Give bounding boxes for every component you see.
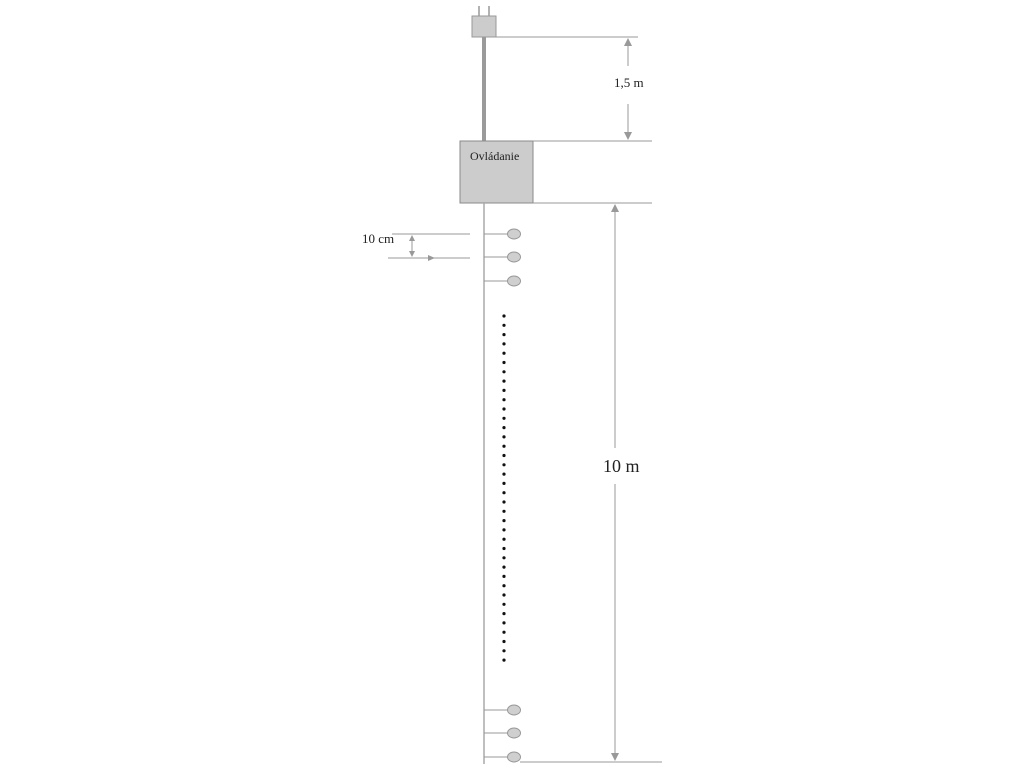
continuation-dots [502, 314, 506, 662]
continuation-dot [502, 444, 506, 448]
continuation-dot [502, 658, 506, 662]
continuation-dot [502, 398, 506, 402]
continuation-dot [502, 584, 506, 588]
continuation-dot [502, 351, 506, 355]
continuation-dot [502, 342, 506, 346]
continuation-dot [502, 333, 506, 337]
continuation-dot [502, 472, 506, 476]
continuation-dot [502, 491, 506, 495]
continuation-dot [502, 630, 506, 634]
bulb [484, 275, 521, 287]
bulb [484, 751, 521, 763]
continuation-dot [502, 435, 506, 439]
controller-label: Ovládanie [470, 149, 520, 163]
controller-box [459, 140, 534, 204]
bulb [484, 228, 521, 240]
continuation-dot [502, 463, 506, 467]
bulb [484, 727, 521, 739]
continuation-dot [502, 546, 506, 551]
continuation-dot [502, 370, 506, 374]
continuation-dot [502, 426, 506, 430]
continuation-dot [502, 500, 506, 504]
length-dimension-label: 10 m [603, 456, 640, 476]
continuation-dot [502, 612, 506, 616]
continuation-dot [502, 649, 506, 653]
continuation-dot [502, 509, 506, 513]
continuation-dot [502, 407, 506, 411]
continuation-dot [502, 314, 506, 318]
continuation-dot [502, 388, 506, 392]
bulb [484, 704, 521, 716]
continuation-dot [502, 481, 506, 485]
length-dimension-arrow [611, 204, 619, 761]
continuation-dot [502, 360, 506, 365]
top-dimension-label: 1,5 m [614, 75, 644, 90]
bulb [484, 251, 521, 263]
continuation-dot [502, 574, 506, 579]
continuation-dot [502, 453, 506, 458]
spacing-dimension-label: 10 cm [362, 231, 395, 246]
continuation-dot [502, 323, 506, 327]
top-dimension-arrow [624, 38, 632, 140]
continuation-dot [502, 593, 506, 597]
continuation-dot [502, 537, 506, 541]
continuation-dot [502, 379, 506, 383]
continuation-dot [502, 602, 506, 606]
continuation-dot [502, 639, 506, 644]
continuation-dot [502, 528, 506, 532]
spacing-dimension [388, 233, 470, 261]
continuation-dot [502, 565, 506, 569]
continuation-dot [502, 416, 506, 420]
continuation-dot [502, 621, 506, 625]
continuation-dot [502, 556, 506, 560]
continuation-dot [502, 519, 506, 523]
plug-icon [471, 6, 497, 38]
